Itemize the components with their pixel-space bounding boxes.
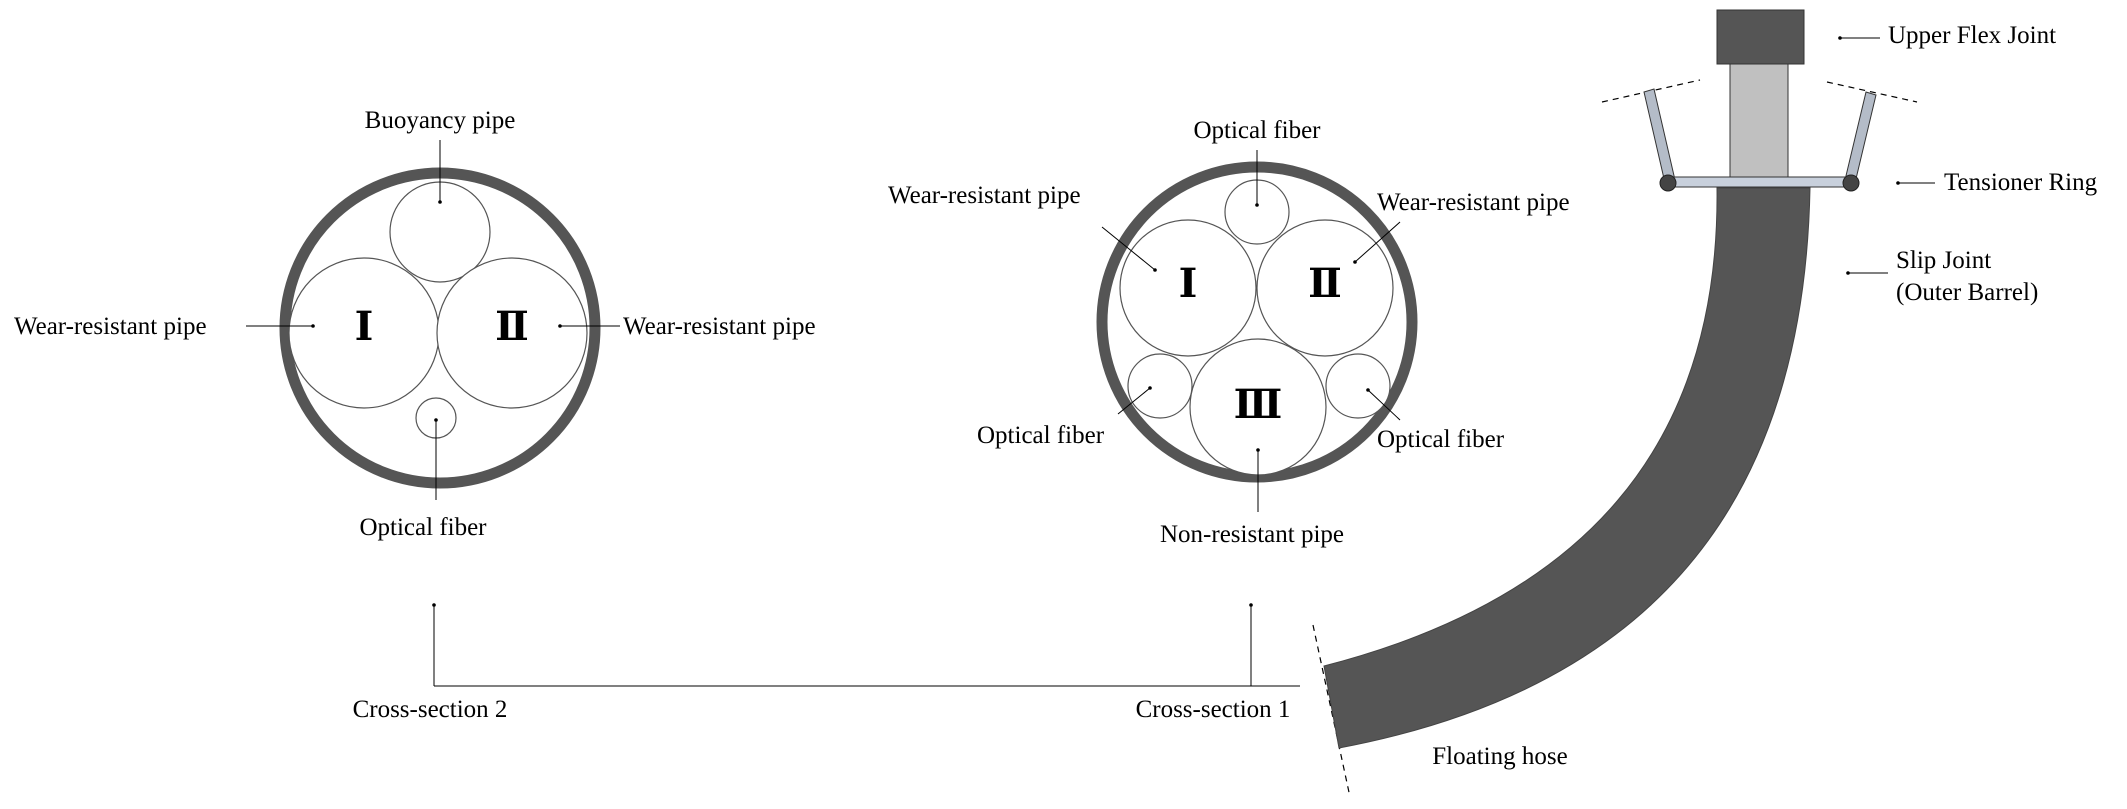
label-non-resistant-pipe: Non-resistant pipe [1160,521,1344,548]
label-tensioner-ring: Tensioner Ring [1944,169,2098,196]
label-buoyancy-pipe: Buoyancy pipe [365,107,516,134]
label-cross-section-1: Cross-section 1 [1136,696,1291,723]
label-optical-fiber: Optical fiber [359,514,487,541]
leader-dot [558,324,562,328]
tensioner-ring [1667,176,1853,188]
optical-fiber-right [1325,353,1391,419]
label-optical-fiber-left: Optical fiber [977,422,1105,449]
riser-assembly: Upper Flex Joint Tensioner Ring Slip Joi… [1312,9,2098,798]
roman-numeral-two: Ⅱ [1308,261,1342,306]
leader-dot [1255,203,1259,207]
label-wear-resistant-pipe-right: Wear-resistant pipe [623,313,816,340]
leader-optical-left [1117,387,1151,415]
leader-dot [311,324,315,328]
leader-dot [1366,388,1370,392]
tensioner-pivot-right [1842,174,1860,192]
wear-resistant-pipe-2 [1256,219,1394,357]
marker-dot [1249,603,1253,607]
tensioner-arm-left [1643,88,1676,184]
tensioner-pivot-left [1659,174,1677,192]
leader-dot [1256,448,1260,452]
tensioner-arm-right [1844,91,1877,184]
dashed-line-right-top [1826,81,1918,103]
roman-numeral-one: Ⅰ [355,304,374,349]
wear-resistant-pipe-2 [436,257,588,409]
label-wear-resistant-pipe-left: Wear-resistant pipe [14,313,207,340]
leader-dot [1353,260,1357,264]
upper-flex-joint [1716,9,1805,65]
floating-hose [1323,187,1811,749]
label-slip-joint-outer-barrel: (Outer Barrel) [1896,279,2038,306]
leader-wear-left [1101,226,1156,271]
leader-dot [1153,268,1157,272]
label-optical-fiber-top: Optical fiber [1193,117,1321,144]
cross-section-1: Ⅰ Ⅱ Ⅲ Optical fiber Wear-resistant pipe … [888,117,1570,548]
optical-fiber-left [1127,353,1193,419]
label-wear-resistant-pipe-left: Wear-resistant pipe [888,182,1081,209]
label-wear-resistant-pipe-right: Wear-resistant pipe [1377,189,1570,216]
label-floating-hose: Floating hose [1432,743,1567,770]
wear-resistant-pipe-1 [1119,219,1257,357]
leader-wear-right [1354,221,1401,263]
leader-dot [438,200,442,204]
label-upper-flex-joint: Upper Flex Joint [1888,22,2056,49]
marker-dot [432,603,436,607]
leader-dot [1148,386,1152,390]
slip-joint-inner [1729,63,1789,183]
label-cross-section-2: Cross-section 2 [353,696,508,723]
leader-dot [434,418,438,422]
leader-dot [1838,36,1842,40]
cross-section-2: Ⅰ Ⅱ Buoyancy pipe Wear-resistant pipe We… [14,107,816,541]
label-slip-joint: Slip Joint [1896,247,1991,274]
leader-dot [1846,271,1850,275]
section-markers: Cross-section 2 Cross-section 1 [353,603,1300,723]
label-optical-fiber-right: Optical fiber [1377,426,1505,453]
leader-optical-right [1367,389,1401,421]
dashed-line-left-top [1601,79,1701,103]
leader-dot [1896,181,1900,185]
roman-numeral-two: Ⅱ [495,304,529,349]
roman-numeral-three: Ⅲ [1234,382,1283,427]
dashed-line-hose-end [1312,624,1351,798]
roman-numeral-one: Ⅰ [1179,261,1198,306]
